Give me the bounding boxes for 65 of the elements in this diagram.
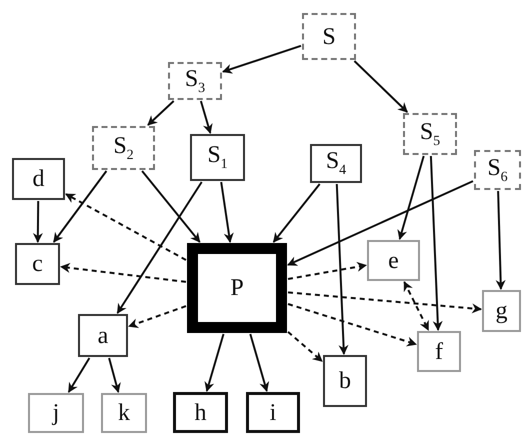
node-label: j <box>52 401 60 425</box>
process-box <box>78 314 128 357</box>
node-label: S$_{1}$ <box>207 143 228 172</box>
arrow <box>204 334 224 392</box>
dashed-arrow <box>288 291 482 314</box>
process-box <box>367 240 420 281</box>
arrow <box>354 60 408 113</box>
process-box <box>190 134 245 181</box>
process-box <box>12 158 65 200</box>
process-box <box>417 331 461 372</box>
node-label: d <box>32 167 44 191</box>
arrow <box>430 156 443 331</box>
node-label: f <box>435 340 443 364</box>
node-label: S$_{5}$ <box>420 120 440 148</box>
process-box <box>101 393 147 433</box>
arrow <box>287 180 474 266</box>
arrow <box>108 358 121 393</box>
dashed-box <box>168 62 222 100</box>
dashed-box <box>474 150 521 190</box>
node-label: S$_{3}$ <box>184 66 206 96</box>
node-label: h <box>194 400 206 424</box>
arrow <box>141 170 200 243</box>
dashed-arrow <box>65 193 186 261</box>
node-label: e <box>388 248 399 272</box>
dashed-arrow <box>288 303 417 346</box>
dashed-arrow <box>288 262 367 280</box>
node-label: k <box>118 401 130 425</box>
arrow <box>147 100 174 126</box>
process-box <box>187 243 287 333</box>
process-box <box>310 144 362 183</box>
dashed-box <box>302 13 356 60</box>
node-label: P <box>230 276 244 300</box>
arrow <box>53 170 108 243</box>
process-box <box>323 355 367 407</box>
arrow <box>222 44 302 74</box>
node-label: c <box>32 252 43 276</box>
dashed-box <box>403 113 457 155</box>
dashed-arrow <box>60 262 186 283</box>
node-label: b <box>339 369 351 393</box>
node-label: a <box>98 324 108 348</box>
dashed-box <box>92 126 155 170</box>
node-label: S$_{4}$ <box>326 149 346 178</box>
node-label: S$_{2}$ <box>113 134 134 162</box>
dashed-arrow <box>287 331 323 362</box>
arrow <box>397 156 425 240</box>
process-box <box>482 290 521 332</box>
process-box <box>15 243 60 285</box>
node-label: S$_{6}$ <box>487 156 508 184</box>
process-box <box>246 392 300 433</box>
arrow <box>496 190 506 290</box>
node-label: i <box>270 400 276 424</box>
node-label: S <box>322 24 336 48</box>
arrow <box>68 357 90 393</box>
process-box <box>28 393 84 433</box>
arrow <box>116 181 203 314</box>
process-box <box>173 392 228 433</box>
arrow <box>200 100 213 134</box>
dashed-arrow <box>128 305 186 328</box>
arrow <box>272 183 320 243</box>
arrow <box>220 182 234 243</box>
arrow <box>32 200 43 243</box>
node-label: g <box>496 299 508 323</box>
arrow <box>336 184 349 355</box>
arrow <box>249 334 270 392</box>
dashed-arrow <box>403 281 430 331</box>
